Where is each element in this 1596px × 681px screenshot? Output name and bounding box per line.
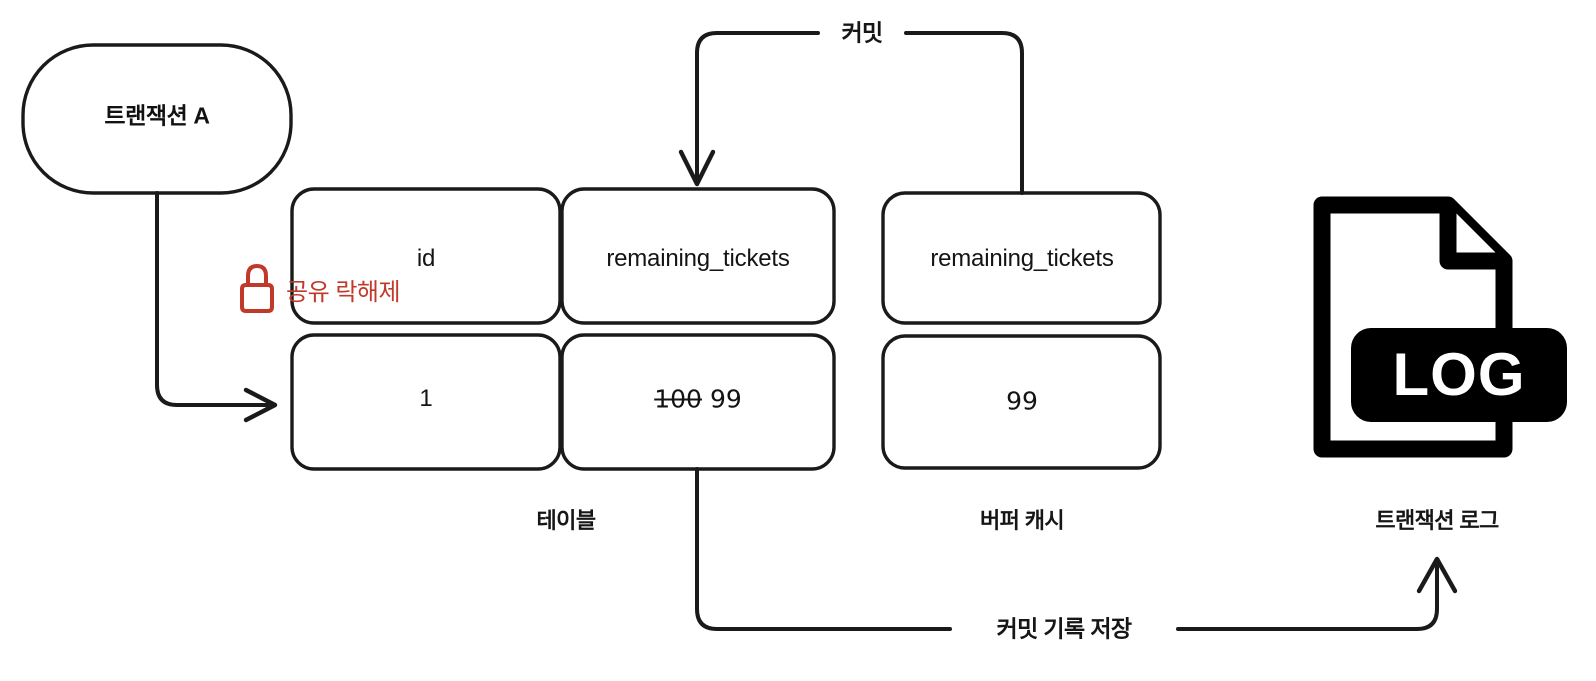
table-tickets-header-label: remaining_tickets: [606, 245, 790, 272]
table-tickets-new-value: 99: [709, 384, 742, 414]
log-file-icon-shape: [1313, 196, 1567, 458]
table-tickets-header-shape: [560, 187, 836, 325]
lock-annotation-label: 공유 락해제: [286, 279, 401, 306]
table-tickets-old-value: 100: [654, 384, 702, 414]
commit-record-edge-right-segment: [1176, 563, 1439, 631]
commit-edge-left-segment: [695, 31, 820, 180]
commit-record-edge-label: 커밋 기록 저장: [986, 617, 1142, 641]
table-caption: 테이블: [536, 508, 597, 533]
table-id-header-label: id: [416, 245, 436, 272]
buffer-cache-caption: 버퍼 캐시: [979, 508, 1065, 533]
commit-edge-right-segment: [904, 31, 1024, 195]
commit-edge-label: 커밋: [831, 21, 893, 45]
transaction-node-label: 트랜잭션 A: [104, 102, 210, 129]
commit-edge-arrowhead: [678, 149, 716, 187]
commit-record-edge-left-segment: [695, 467, 952, 631]
transaction-access-arrowhead: [243, 387, 278, 423]
buffer-cache-value: 99: [1006, 386, 1038, 416]
table-id-header-shape: [290, 187, 562, 325]
buffer-cache-header-label: remaining_tickets: [930, 245, 1114, 272]
transaction-access-edge-line: [155, 191, 270, 407]
commit-record-edge-arrowhead: [1416, 556, 1458, 594]
table-id-value: 1: [419, 385, 433, 412]
buffer-cache-value-shape: [881, 334, 1162, 470]
padlock-icon-shape: [240, 263, 274, 313]
table-id-value-shape: [290, 333, 562, 471]
transaction-log-caption: 트랜잭션 로그: [1375, 508, 1499, 533]
log-badge-text: LOG: [1392, 341, 1526, 408]
